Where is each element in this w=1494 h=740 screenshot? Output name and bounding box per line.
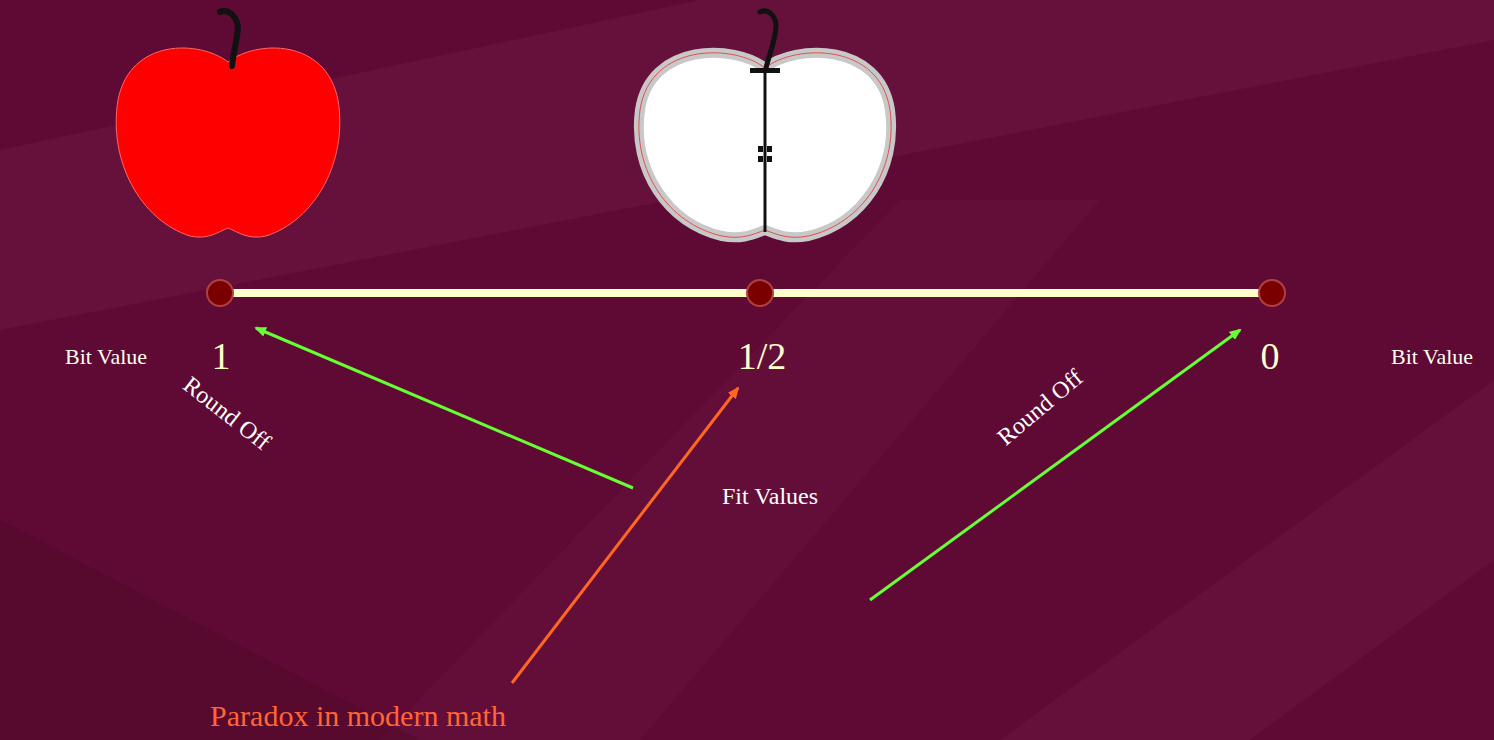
scale-dot (1259, 280, 1285, 306)
round-off-label: Round Off (177, 371, 275, 456)
bit-value-label: Bit Value (1391, 344, 1473, 369)
bit-number: 1 (212, 335, 231, 379)
round-off-label: Round Off (992, 364, 1089, 451)
bit-value-label: Bit Value (65, 344, 147, 369)
paradox-note: Paradox in modern math (210, 699, 506, 734)
red-apple (116, 11, 340, 237)
paradox-arrow (512, 388, 738, 683)
round-off-arrow (256, 328, 633, 488)
scale-dot (747, 280, 773, 306)
fit-values-label: Fit Values (722, 483, 818, 511)
round-off-arrow (870, 330, 1240, 600)
bit-number: 1/2 (738, 335, 787, 379)
bit-number: 0 (1261, 335, 1280, 379)
scale-dot (207, 280, 233, 306)
cut-apple (639, 11, 891, 237)
